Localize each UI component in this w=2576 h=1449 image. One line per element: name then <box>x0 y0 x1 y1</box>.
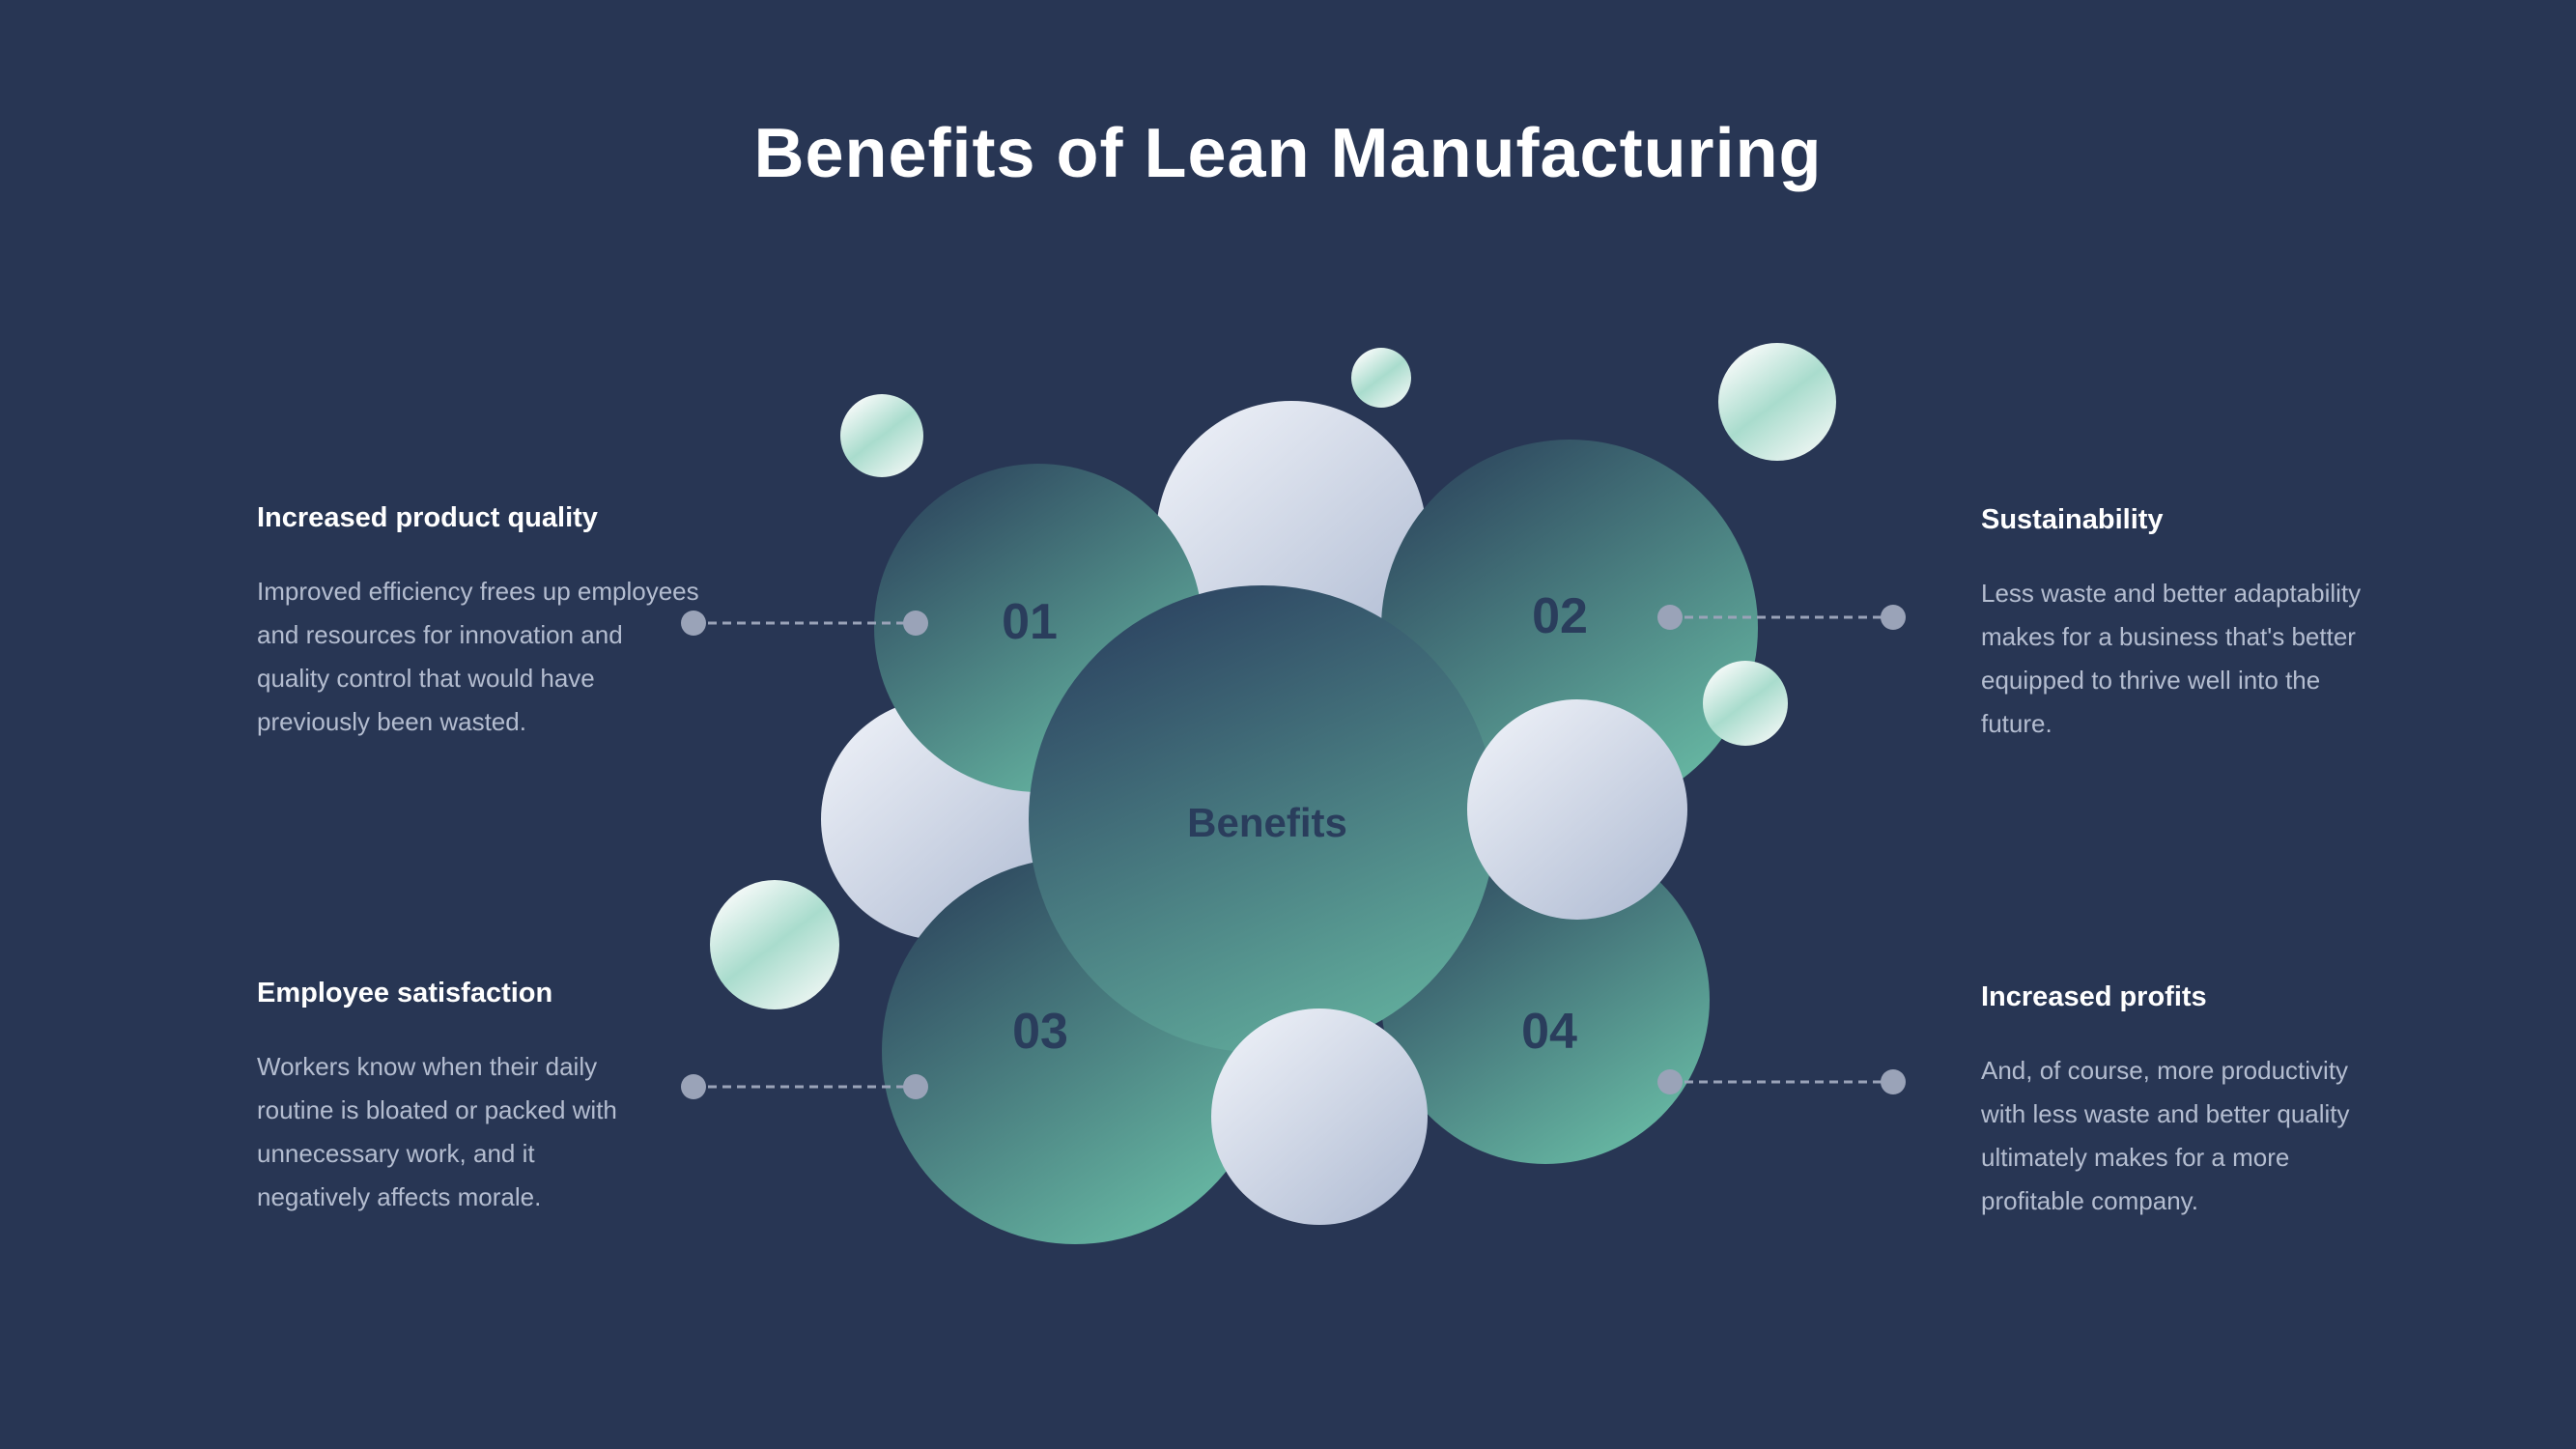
number-01: 01 <box>1002 594 1058 650</box>
mint-bubble <box>1718 343 1836 461</box>
mint-bubble <box>1351 348 1411 408</box>
benefit-03-heading: Employee satisfaction <box>257 978 553 1009</box>
benefit-02-heading: Sustainability <box>1981 504 2164 535</box>
number-02: 02 <box>1532 588 1588 644</box>
connector-04 <box>1657 1069 1906 1094</box>
benefit-04-heading: Increased profits <box>1981 981 2207 1012</box>
page-title: Benefits of Lean Manufacturing <box>753 115 1823 192</box>
benefit-01-heading: Increased product quality <box>257 502 598 533</box>
benefit-01-text: Improved efficiency frees up employees a… <box>257 577 699 736</box>
connector-03 <box>681 1074 928 1099</box>
connector-02 <box>1657 605 1906 630</box>
circle-02 <box>1381 440 1758 816</box>
mint-bubble <box>840 394 923 477</box>
number-03: 03 <box>1012 1004 1068 1060</box>
benefit-02-text: Less waste and better adaptability makes… <box>1981 579 2362 738</box>
silver-circle-right <box>1467 699 1687 920</box>
center-label: Benefits <box>1187 800 1347 845</box>
silver-circle-bottom <box>1211 1009 1428 1225</box>
connector-01 <box>681 611 928 636</box>
number-04: 04 <box>1521 1004 1577 1060</box>
mint-bubble <box>710 880 839 1009</box>
mint-bubble <box>1703 661 1788 746</box>
benefit-04-text: And, of course, more productivity with l… <box>1981 1056 2350 1215</box>
center-circle <box>1029 585 1496 1053</box>
benefit-03-text: Workers know when their daily routine is… <box>257 1052 617 1211</box>
